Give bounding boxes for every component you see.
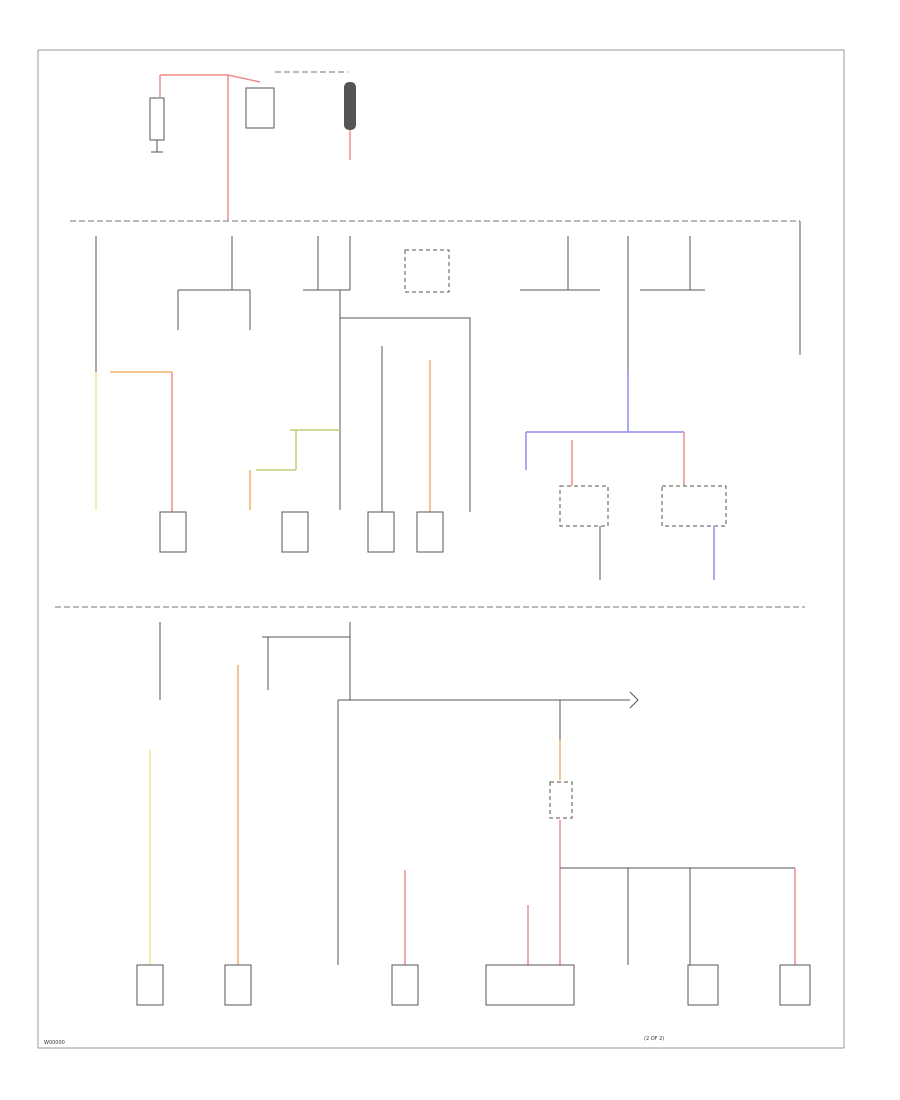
relay-right	[661, 485, 727, 527]
sheet-label: (2 OF 2)	[644, 1036, 664, 1042]
wire-green-upper	[256, 429, 340, 471]
component-box-2	[281, 511, 309, 553]
component-box-5	[136, 964, 164, 1006]
connector-arrow	[629, 691, 639, 709]
ignition-switch-lower	[262, 622, 351, 700]
distribution-bus-lower	[560, 867, 795, 965]
branch-bus-upper	[303, 289, 471, 510]
relay-box-upper	[404, 249, 450, 293]
footer-code: W00000	[44, 1040, 65, 1046]
starter-cable-red	[227, 74, 261, 83]
wire-blue-bus	[525, 431, 684, 470]
relay-lower	[549, 781, 573, 819]
module-box-wide	[485, 964, 575, 1006]
starter-motor	[245, 87, 275, 129]
component-box-9	[779, 964, 811, 1006]
relay-left	[559, 485, 609, 527]
branch-bus-lower	[337, 699, 630, 965]
component-box-3	[367, 511, 395, 553]
component-box-1	[159, 511, 187, 553]
fuse-block-2	[177, 289, 251, 330]
component-box-7	[391, 964, 419, 1006]
component-box-4	[416, 511, 444, 553]
fusible-link-coil	[344, 82, 356, 130]
diagram-frame	[37, 49, 845, 1049]
component-box-6	[224, 964, 252, 1006]
component-box-8	[687, 964, 719, 1006]
battery	[149, 97, 165, 153]
